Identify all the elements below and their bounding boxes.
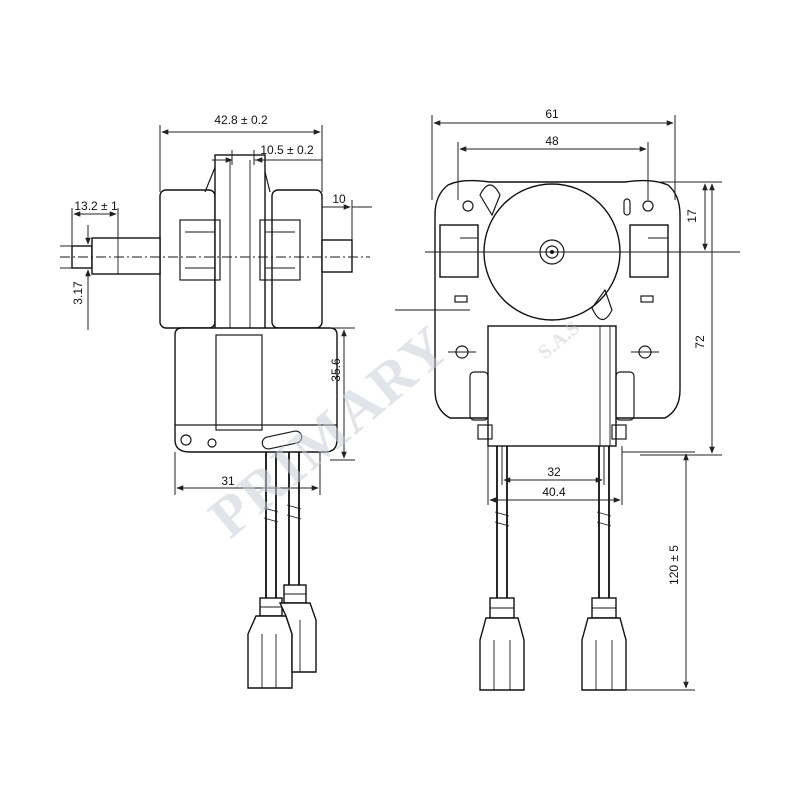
side-dim-shaft-dia: 3.17 <box>60 225 91 330</box>
side-lead-wires <box>263 452 302 598</box>
front-overall-height-label: 72 <box>693 335 707 349</box>
side-view: 42.8 ± 0.2 10.5 ± 0.2 10 13.2 ± 1 <box>60 113 372 689</box>
side-dim-hub-width: 10.5 ± 0.2 <box>212 143 322 165</box>
front-dim-terminal-spacing: 32 <box>501 446 605 485</box>
front-connector-right <box>581 597 627 691</box>
front-dim-lead-length: 120 ± 5 <box>622 451 695 691</box>
side-base-width-label: 31 <box>221 474 235 488</box>
front-dim-overall-height: 72 <box>640 183 722 456</box>
front-lead-length-label: 120 ± 5 <box>667 545 681 585</box>
side-shaft-length-label: 13.2 ± 1 <box>74 199 118 213</box>
shaft <box>91 237 161 275</box>
front-base-width-label: 40.4 <box>542 485 566 499</box>
front-terminal-spacing-label: 32 <box>547 465 561 479</box>
front-view: 61 48 17 72 32 40.4 <box>395 107 740 691</box>
side-housing-height-label: 35.6 <box>329 358 343 382</box>
front-connector-left <box>479 597 525 691</box>
front-overall-width-label: 61 <box>545 107 559 121</box>
side-dim-right-gap: 10 <box>321 192 372 240</box>
side-shaft-dia-label: 3.17 <box>71 281 85 305</box>
side-hub-width-label: 10.5 ± 0.2 <box>260 143 314 157</box>
front-coil-left <box>439 224 479 278</box>
front-coil-right <box>629 224 669 278</box>
side-dim-base-width: 31 <box>174 452 321 495</box>
front-dim-base-width: 40.4 <box>487 446 623 505</box>
side-right-gap-label: 10 <box>332 192 346 206</box>
shaft-rear <box>321 239 353 273</box>
front-dim-top-offset: 17 <box>660 181 722 251</box>
front-dim-hole-spacing: 48 <box>457 134 649 200</box>
left-coil-bobbin <box>159 189 216 329</box>
side-dim-overall-width: 42.8 ± 0.2 <box>159 113 323 192</box>
side-connector-left <box>247 597 293 689</box>
side-connector-right <box>278 584 317 673</box>
mount-hole-top-right <box>642 200 654 212</box>
front-hole-spacing-label: 48 <box>545 134 559 148</box>
front-lead-wires <box>494 446 612 598</box>
side-dim-shaft-length: 13.2 ± 1 <box>71 199 119 246</box>
front-dim-overall-width: 61 <box>431 107 676 200</box>
right-coil-bobbin <box>271 189 323 329</box>
side-dim-housing-height: 35.6 <box>329 327 355 461</box>
side-overall-width-label: 42.8 ± 0.2 <box>214 113 268 127</box>
mount-hole-top-left <box>462 200 474 212</box>
front-top-offset-label: 17 <box>685 209 699 223</box>
